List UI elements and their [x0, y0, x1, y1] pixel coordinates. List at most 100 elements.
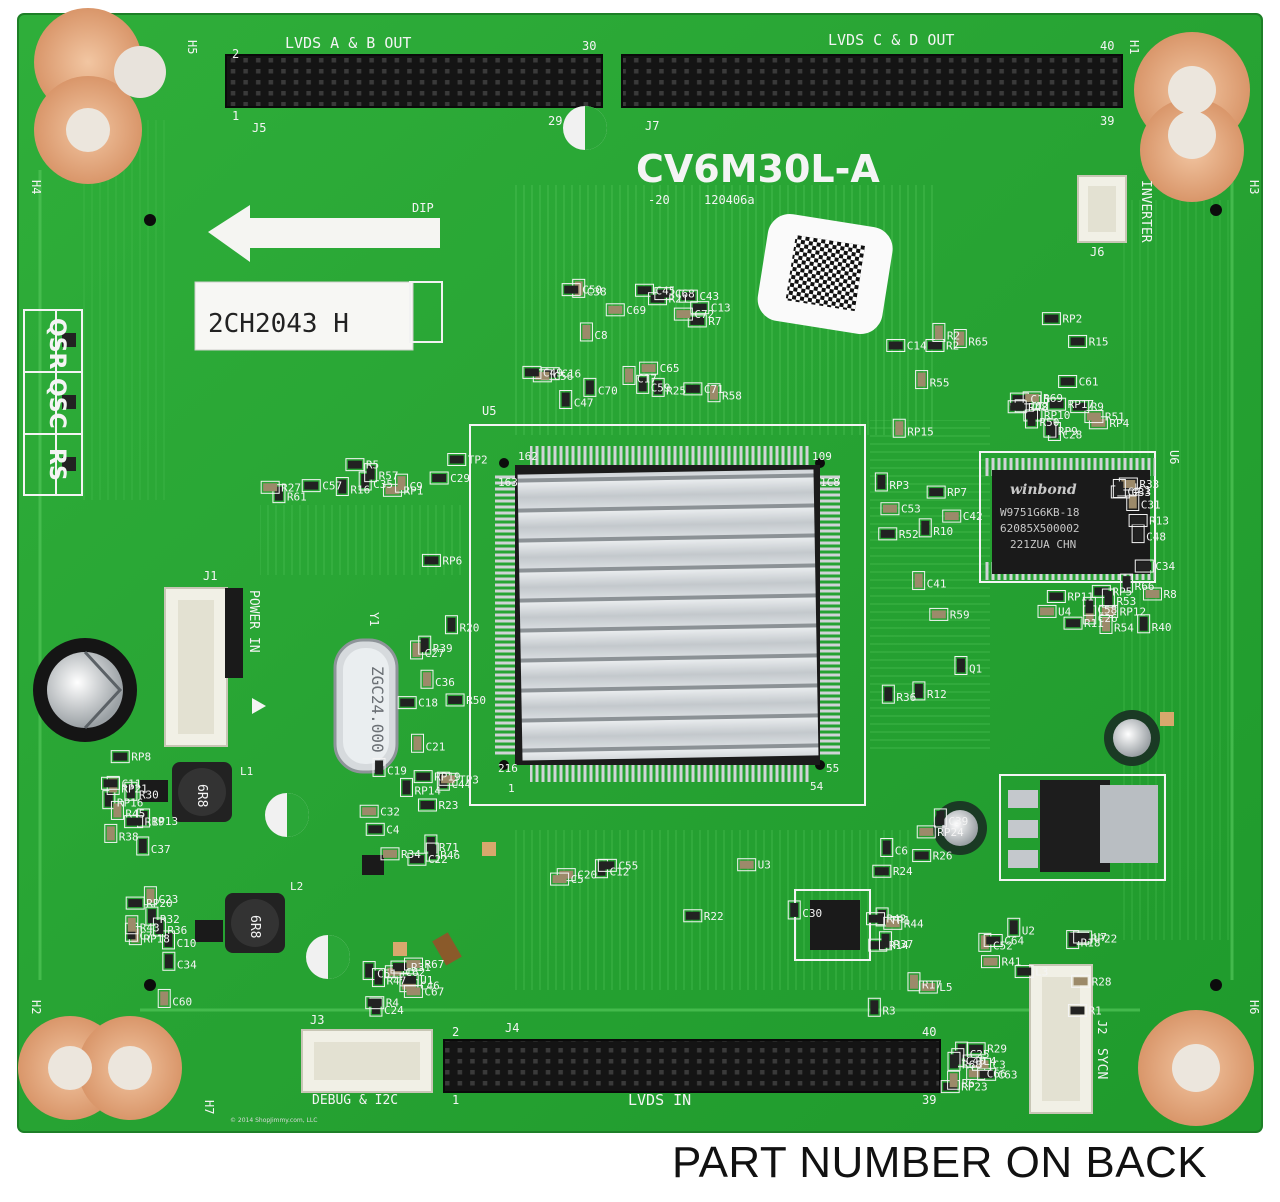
component-ref: R65 — [968, 336, 988, 349]
smd-part — [110, 800, 124, 820]
component-ref: R45 — [125, 807, 145, 820]
component-ref: R66 — [1135, 580, 1155, 593]
smd-part — [417, 798, 437, 812]
smd-part — [892, 418, 906, 438]
component-ref: C67 — [424, 985, 444, 998]
j3-ref: J3 — [310, 1013, 324, 1027]
component-ref: C16 — [561, 368, 581, 381]
smd-part — [654, 287, 674, 301]
smd-part — [874, 472, 888, 492]
smd-part — [110, 750, 130, 764]
component-ref: C7 — [139, 929, 152, 942]
smd-part — [395, 473, 409, 493]
smd-part — [1007, 917, 1021, 937]
component-ref: R44 — [904, 917, 924, 930]
component-ref: R15 — [1089, 335, 1109, 348]
component-ref: C34 — [177, 958, 197, 971]
smd-part — [102, 790, 116, 810]
component-ref: Q1 — [969, 662, 982, 675]
component-ref: RP8 — [131, 751, 151, 764]
j7-label: LVDS C & D OUT — [828, 31, 954, 49]
component-ref: R42 — [887, 913, 907, 926]
smd-part — [707, 383, 721, 403]
component-ref: R18 — [1081, 937, 1101, 950]
component-ref: C64 — [1004, 934, 1024, 947]
smd-part — [1063, 616, 1083, 630]
smd-part — [980, 955, 1000, 969]
smd-part — [420, 669, 434, 689]
component-ref: C61 — [1079, 375, 1099, 388]
smd-part — [403, 957, 423, 971]
component-ref: RP13 — [152, 815, 179, 828]
hole-h3: H3 — [1247, 180, 1261, 194]
component-ref: C19 — [387, 764, 407, 777]
smd-part — [1120, 573, 1134, 593]
component-ref: RP17 — [1068, 398, 1095, 411]
pin-54: 54 — [810, 780, 824, 793]
component-ref: R30 — [139, 788, 159, 801]
component-ref: C30 — [802, 907, 822, 920]
component-ref: RP2 — [1062, 313, 1082, 326]
component-ref: C18 — [418, 697, 438, 710]
component-ref: TP2 — [468, 454, 488, 467]
smd-part — [918, 980, 938, 994]
smd-part — [380, 847, 400, 861]
component-ref: C49 — [543, 366, 563, 379]
component-ref: C38 — [587, 285, 607, 298]
sticker-text: 2CH2043 H — [208, 309, 349, 339]
smd-part — [561, 283, 581, 297]
copyright: © 2014 ShopJimmy.com, LLC — [230, 1117, 317, 1124]
component-ref: R32 — [160, 913, 180, 926]
smd-part — [1068, 334, 1088, 348]
smd-part — [152, 917, 166, 937]
component-ref: R8 — [1163, 588, 1176, 601]
component-ref: C35 — [373, 478, 393, 491]
smd-part — [673, 307, 693, 321]
component-ref: R50 — [1040, 416, 1060, 429]
component-ref: R37 — [893, 938, 913, 951]
smd-part — [925, 338, 945, 352]
smd-part — [1073, 930, 1093, 944]
j4-pin-39: 39 — [922, 1093, 936, 1107]
j3-label: DEBUG & I2C — [312, 1093, 398, 1108]
component-ref: C9 — [410, 480, 423, 493]
component-ref: RP24 — [937, 826, 964, 839]
smd-part — [1137, 614, 1151, 634]
component-ref: RP11 — [1067, 591, 1094, 604]
component-ref: L5 — [939, 981, 952, 994]
crystal-ref: Y1 — [367, 612, 381, 626]
component-ref: R31 — [411, 961, 431, 974]
inductor-l2-marking: 6R8 — [247, 915, 262, 938]
smd-part — [403, 984, 423, 998]
smd-part — [1041, 312, 1061, 326]
smd-part — [397, 696, 417, 710]
smd-part — [651, 377, 665, 397]
component-ref: U4 — [1058, 605, 1072, 618]
component-ref: C1 — [1138, 484, 1151, 497]
smd-part — [912, 681, 926, 701]
component-ref: C46 — [420, 980, 440, 993]
inductor-l1 — [172, 762, 232, 822]
smd-part — [161, 930, 175, 950]
component-ref: R59 — [950, 608, 970, 621]
j7-pin-40: 40 — [1100, 39, 1114, 53]
component-ref: C4 — [386, 823, 400, 836]
smd-part — [954, 655, 968, 675]
mount-pad-bottom-left — [18, 1016, 182, 1120]
pin-1: 1 — [508, 782, 515, 795]
component-ref: R53 — [1116, 595, 1136, 608]
component-ref: R5 — [366, 459, 379, 472]
smd-part — [912, 849, 932, 863]
component-ref: R67 — [424, 958, 444, 971]
smd-part — [683, 382, 703, 396]
component-ref: R12 — [927, 688, 947, 701]
component-ref: U1 — [420, 974, 433, 987]
inductor-l2 — [225, 893, 285, 953]
smd-part — [912, 571, 926, 591]
component-ref: C14 — [907, 339, 927, 352]
component-ref: R57 — [379, 470, 399, 483]
component-ref: R51 — [1105, 411, 1125, 424]
smd-part — [301, 479, 321, 493]
component-ref: C37 — [151, 843, 171, 856]
